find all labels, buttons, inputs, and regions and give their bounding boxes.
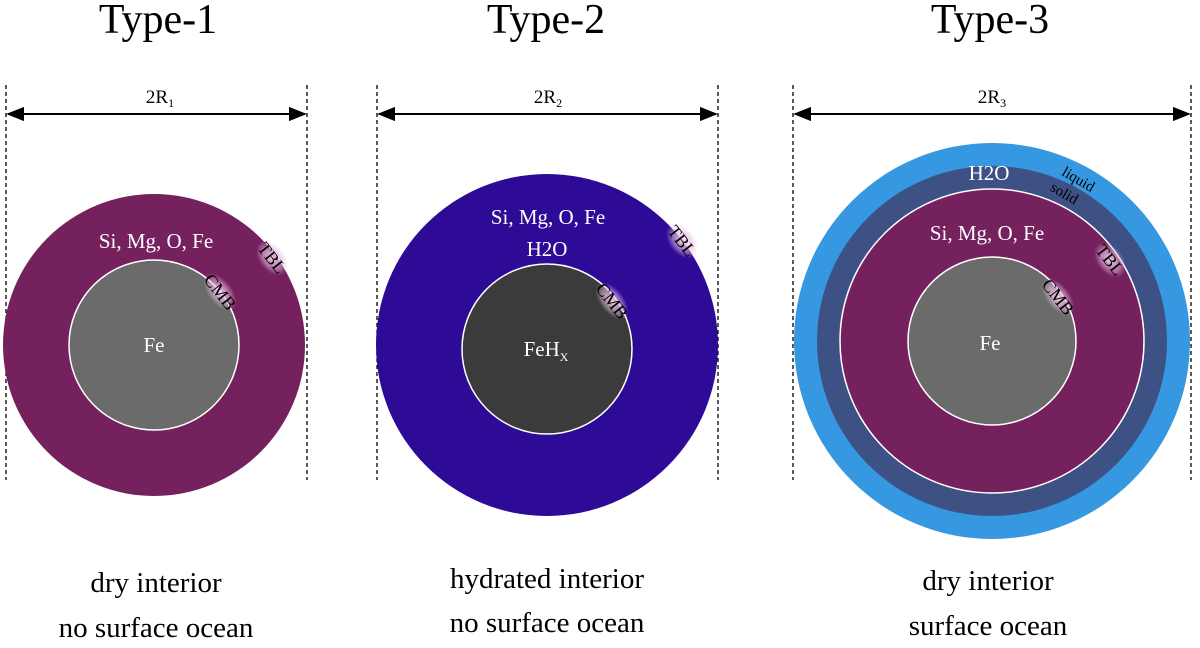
caption-line-1: dry interior <box>922 565 1054 597</box>
caption-line-2: no surface ocean <box>59 612 254 644</box>
cmb-glow <box>203 273 237 311</box>
panel-title: Type-1 <box>99 0 217 43</box>
ocean-composition: H2O <box>969 161 1010 185</box>
diameter-label: 2R3 <box>978 87 1006 110</box>
mantle-composition: Si, Mg, O, Fe <box>99 229 213 253</box>
core <box>907 256 1077 426</box>
mantle-composition: Si, Mg, O, Fe <box>930 221 1044 245</box>
mantle-composition: Si, Mg, O, Fe <box>491 205 605 229</box>
diameter-label: 2R2 <box>534 87 562 110</box>
tbl-glow <box>665 223 699 259</box>
caption-line-2: surface ocean <box>909 610 1068 642</box>
panel-type-2: Type-2 2R2 TBL CMB Si, Mg, O, Fe H2O FeH… <box>376 0 719 639</box>
caption-line-1: dry interior <box>90 567 222 599</box>
core-composition: FeHX <box>524 337 569 364</box>
caption-line-2: no surface ocean <box>450 607 645 639</box>
core <box>461 263 633 435</box>
core-composition: Fe <box>144 333 165 357</box>
mantle-water: H2O <box>527 237 568 261</box>
panel-type-3: Type-3 2R3 H2O liquid solid TBL CMB Si, … <box>792 0 1192 642</box>
core-composition: Fe <box>980 331 1001 355</box>
tbl-glow <box>255 240 289 276</box>
cmb-glow <box>1041 278 1075 316</box>
diameter-label: 2R1 <box>146 87 174 110</box>
panel-title: Type-2 <box>487 0 605 43</box>
caption-line-1: hydrated interior <box>450 563 644 595</box>
tbl-glow <box>1093 242 1127 278</box>
panel-type-1: Type-1 2R1 TBL CMB Si, Mg, O, Fe Fe dry … <box>3 0 308 644</box>
panel-title: Type-3 <box>931 0 1049 43</box>
core <box>68 259 240 431</box>
cmb-glow <box>595 282 629 320</box>
